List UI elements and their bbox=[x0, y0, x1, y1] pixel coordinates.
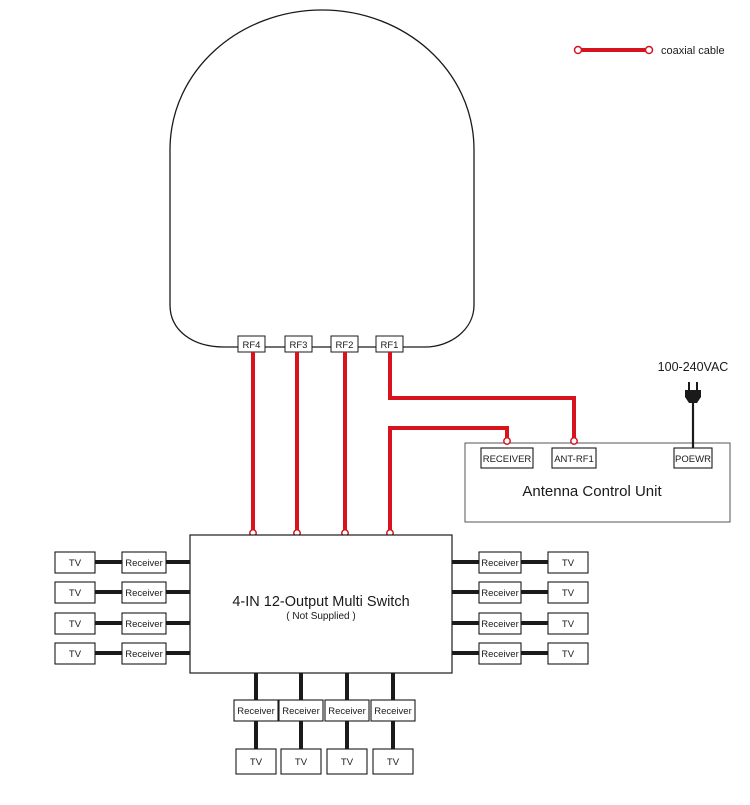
receiver-left-3 bbox=[121, 612, 167, 635]
receiver-left-4-label: Receiver bbox=[125, 649, 163, 660]
acu-title: Antenna Control Unit bbox=[522, 483, 662, 500]
receiver-left-2 bbox=[121, 581, 167, 604]
tv-left-2 bbox=[54, 581, 96, 604]
receiver-bottom-3 bbox=[324, 699, 370, 722]
acu-port-power-label: POEWR bbox=[675, 454, 711, 465]
receiver-right-1-label: Receiver bbox=[481, 558, 519, 569]
receiver-bottom-4 bbox=[370, 699, 416, 722]
port-rf1-label: RF1 bbox=[381, 340, 399, 351]
tv-bottom-1 bbox=[235, 748, 277, 775]
tv-left-2-label: TV bbox=[69, 588, 82, 599]
tv-left-1 bbox=[54, 551, 96, 574]
acu-port-ant-rf1 bbox=[551, 447, 597, 469]
tv-right-1 bbox=[547, 551, 589, 574]
receiver-right-4-label: Receiver bbox=[481, 649, 519, 660]
legend-cable-end-left bbox=[573, 45, 583, 55]
legend: coaxial cable bbox=[573, 45, 725, 57]
receiver-left-1 bbox=[121, 551, 167, 574]
tv-bottom-2 bbox=[280, 748, 322, 775]
tv-bottom-1-label: TV bbox=[250, 757, 263, 768]
receiver-right-1 bbox=[478, 551, 522, 574]
tv-left-4 bbox=[54, 642, 96, 665]
port-rf2-label: RF2 bbox=[336, 340, 354, 351]
receiver-bottom-1-label: Receiver bbox=[237, 706, 275, 717]
tv-right-4 bbox=[547, 642, 589, 665]
tv-left-1-label: TV bbox=[69, 558, 82, 569]
receiver-bottom-4-label: Receiver bbox=[374, 706, 412, 717]
power-supply-label: 100-240VAC bbox=[658, 360, 729, 374]
receiver-right-2 bbox=[478, 581, 522, 604]
acu-port-ant-rf1-label: ANT-RF1 bbox=[554, 454, 594, 465]
left-outputs: Receiver TV Receiver TV Receiver TV Rece… bbox=[54, 551, 190, 665]
tv-right-3 bbox=[547, 612, 589, 635]
right-outputs: Receiver TV Receiver TV Receiver TV Rece… bbox=[452, 551, 589, 665]
tv-bottom-2-label: TV bbox=[295, 757, 308, 768]
receiver-left-1-label: Receiver bbox=[125, 558, 163, 569]
tv-bottom-4-label: TV bbox=[387, 757, 400, 768]
tv-bottom-3 bbox=[326, 748, 368, 775]
receiver-left-2-label: Receiver bbox=[125, 588, 163, 599]
receiver-bottom-3-label: Receiver bbox=[328, 706, 366, 717]
legend-label: coaxial cable bbox=[661, 45, 725, 57]
multi-switch-subtitle: ( Not Supplied ) bbox=[286, 611, 355, 622]
receiver-left-3-label: Receiver bbox=[125, 619, 163, 630]
receiver-right-3 bbox=[478, 612, 522, 635]
tv-right-1-label: TV bbox=[562, 558, 575, 569]
tv-right-2 bbox=[547, 581, 589, 604]
receiver-bottom-1 bbox=[233, 699, 279, 722]
multi-switch bbox=[189, 534, 453, 674]
receiver-bottom-2 bbox=[278, 699, 324, 722]
tv-bottom-3-label: TV bbox=[341, 757, 354, 768]
multi-switch-title: 4-IN 12-Output Multi Switch bbox=[232, 594, 409, 610]
tv-bottom-4 bbox=[372, 748, 414, 775]
receiver-right-4 bbox=[478, 642, 522, 665]
cable-rf1-to-acu bbox=[388, 352, 576, 440]
coaxial-cables bbox=[251, 352, 576, 532]
antenna-dome bbox=[169, 9, 475, 348]
acu-port-receiver-label: RECEIVER bbox=[483, 454, 532, 465]
receiver-right-3-label: Receiver bbox=[481, 619, 519, 630]
tv-left-4-label: TV bbox=[69, 649, 82, 660]
receiver-bottom-2-label: Receiver bbox=[282, 706, 320, 717]
tv-left-3 bbox=[54, 612, 96, 635]
port-rf3-label: RF3 bbox=[290, 340, 308, 351]
port-rf4-label: RF4 bbox=[243, 340, 261, 351]
legend-cable-end-right bbox=[644, 45, 654, 55]
receiver-left-4 bbox=[121, 642, 167, 665]
cable-switch-to-acu-receiver bbox=[388, 426, 509, 532]
tv-right-3-label: TV bbox=[562, 619, 575, 630]
tv-right-2-label: TV bbox=[562, 588, 575, 599]
tv-right-4-label: TV bbox=[562, 649, 575, 660]
acu-port-receiver bbox=[480, 447, 534, 469]
receiver-right-2-label: Receiver bbox=[481, 588, 519, 599]
power-plug-icon bbox=[685, 382, 701, 448]
bottom-outputs: Receiver TV Receiver TV Receiver TV Rece… bbox=[233, 673, 416, 775]
tv-left-3-label: TV bbox=[69, 619, 82, 630]
